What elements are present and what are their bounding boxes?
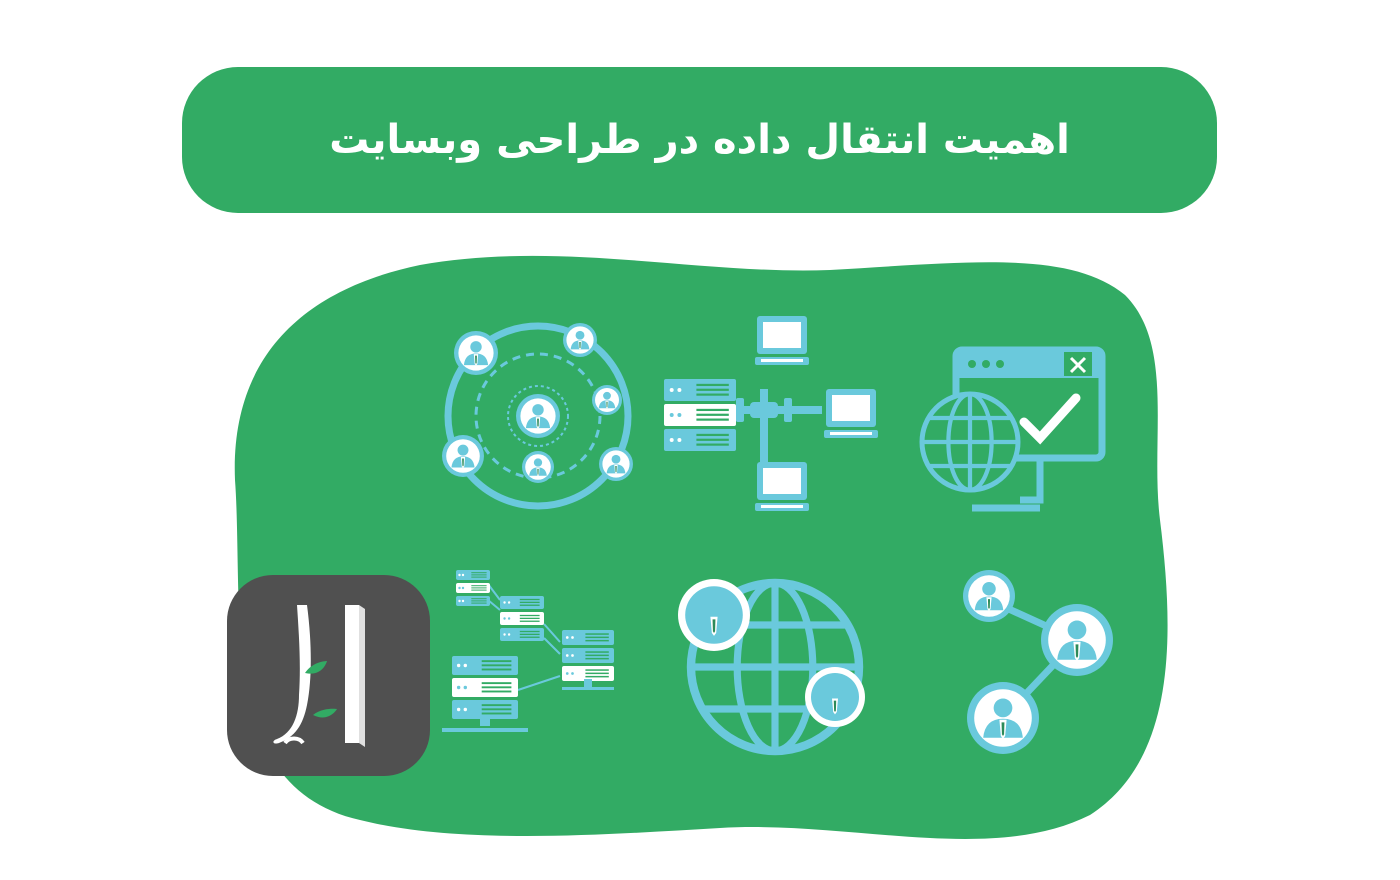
server-rack-icon xyxy=(500,596,544,641)
user-avatar-icon xyxy=(563,323,597,357)
user-avatar-icon xyxy=(522,451,554,483)
server-rack-icon xyxy=(562,630,614,681)
server-cluster-icon xyxy=(442,570,614,732)
brand-logo-icon xyxy=(273,605,365,747)
monitor-icon xyxy=(824,389,878,438)
page-title: اهمیت انتقال داده در طراحی وبسایت xyxy=(329,117,1070,163)
user-avatar-icon xyxy=(516,394,560,438)
globe-users-icon xyxy=(678,578,865,756)
user-avatar-icon xyxy=(442,435,484,477)
user-avatar-icon xyxy=(454,331,498,375)
server-rack-icon xyxy=(664,379,736,451)
server-rack-icon xyxy=(456,570,490,606)
logo-tile xyxy=(227,575,430,776)
server-network-icon xyxy=(664,316,878,511)
user-avatar-icon xyxy=(1041,604,1113,676)
server-rack-icon xyxy=(452,656,518,719)
user-avatar-icon xyxy=(592,385,622,415)
user-avatar-icon xyxy=(805,667,865,727)
user-connection-icon xyxy=(963,570,1113,754)
user-avatar-icon xyxy=(967,682,1039,754)
monitor-icon xyxy=(755,462,809,511)
globe-icon xyxy=(919,391,1021,493)
monitor-icon xyxy=(755,316,809,365)
user-avatar-icon xyxy=(678,579,750,651)
user-network-orbit-icon xyxy=(442,322,633,510)
user-avatar-icon xyxy=(963,570,1015,622)
web-browser-globe-check-icon xyxy=(919,346,1106,512)
user-avatar-icon xyxy=(599,447,633,481)
title-banner: اهمیت انتقال داده در طراحی وبسایت xyxy=(182,67,1217,213)
